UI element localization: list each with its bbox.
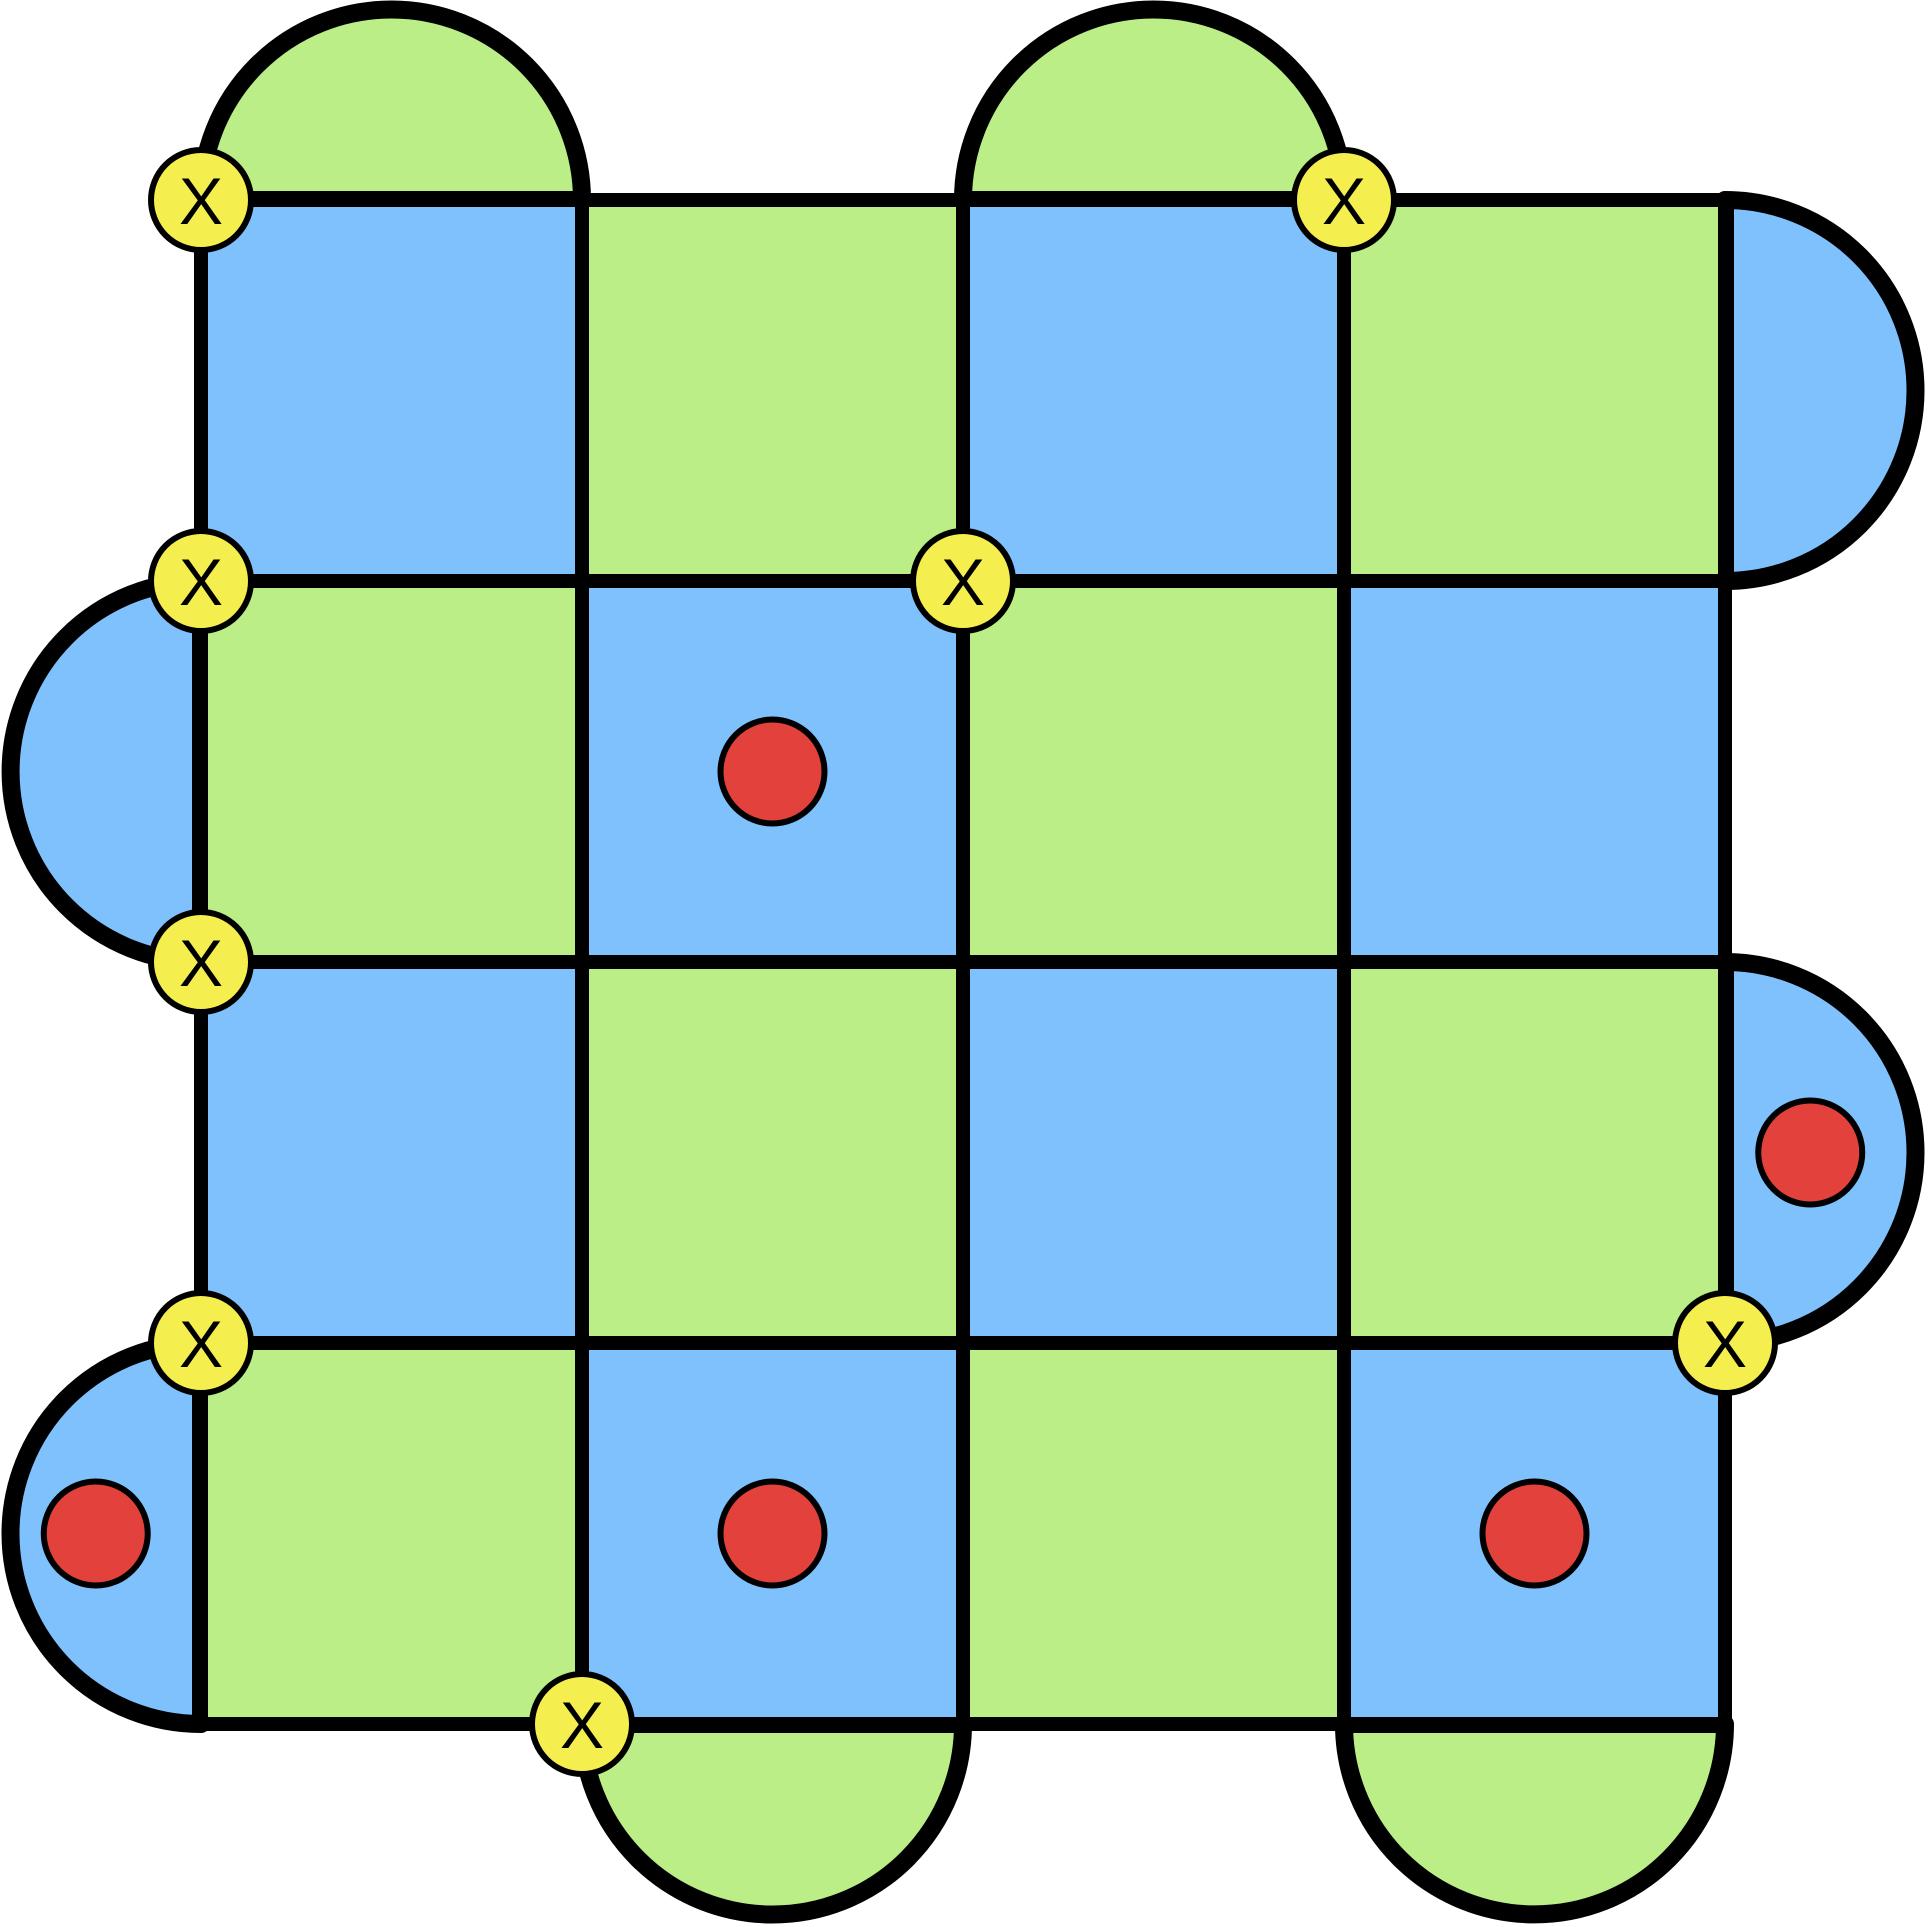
grid-cell-r2-c1: [582, 962, 963, 1343]
grid-cell-r2-c3: [1344, 962, 1725, 1343]
red-dot-layer: [40, 716, 1866, 1589]
red-dot-2: [1479, 1478, 1590, 1589]
x-marker-4: X: [148, 909, 254, 1015]
x-marker-6: X: [1672, 1290, 1778, 1396]
grid-line-layer: [194, 193, 1732, 1731]
x-marker-label: X: [941, 545, 985, 619]
x-marker-3: X: [910, 528, 1016, 634]
x-marker-1: X: [1291, 147, 1397, 253]
x-marker-layer: X X X X X X X X: [148, 147, 1778, 1777]
x-marker-2: X: [148, 528, 254, 634]
red-dot-4: [40, 1478, 151, 1589]
grid-cell-r1-c0: [201, 581, 582, 962]
x-marker-label: X: [179, 926, 223, 1000]
grid-cell-r1-c2: [963, 581, 1344, 962]
grid-cell-r0-c3: [1344, 200, 1725, 581]
x-marker-circle: [148, 1290, 254, 1396]
x-marker-circle: [148, 528, 254, 634]
x-marker-circle: [148, 909, 254, 1015]
grid-cell-r2-c0: [201, 962, 582, 1343]
x-marker-label: X: [1322, 164, 1366, 238]
red-dot-1: [717, 1478, 828, 1589]
x-marker-0: X: [148, 147, 254, 253]
x-marker-circle: [1291, 147, 1397, 253]
x-marker-5: X: [148, 1290, 254, 1396]
x-marker-7: X: [529, 1671, 635, 1777]
grid-cell-r0-c0: [201, 200, 582, 581]
x-marker-circle: [148, 147, 254, 253]
x-marker-circle: [529, 1671, 635, 1777]
grid-cell-r3-c2: [963, 1343, 1344, 1724]
half-disc-top-0: [192, 0, 591, 209]
half-disc-bottom-3: [1335, 1715, 1734, 1924]
x-marker-label: X: [560, 1688, 604, 1762]
x-marker-label: X: [1703, 1307, 1747, 1381]
x-marker-label: X: [179, 164, 223, 238]
red-dot-0: [717, 716, 828, 827]
half-disc-top-2: [954, 0, 1353, 209]
grid-cell-r2-c2: [963, 962, 1344, 1343]
grid-cell-r3-c0: [201, 1343, 582, 1724]
x-marker-circle: [910, 528, 1016, 634]
grid-cell-r0-c1: [582, 200, 963, 581]
half-disc-bottom-1: [573, 1715, 972, 1924]
x-marker-circle: [1672, 1290, 1778, 1396]
x-marker-label: X: [179, 545, 223, 619]
grid-cell-r0-c2: [963, 200, 1344, 581]
grid-cell-r1-c3: [1344, 581, 1725, 962]
half-disc-right-0: [1716, 191, 1925, 590]
half-disc-left-1: [1, 572, 210, 971]
red-dot-3: [1755, 1097, 1866, 1208]
x-marker-label: X: [179, 1307, 223, 1381]
